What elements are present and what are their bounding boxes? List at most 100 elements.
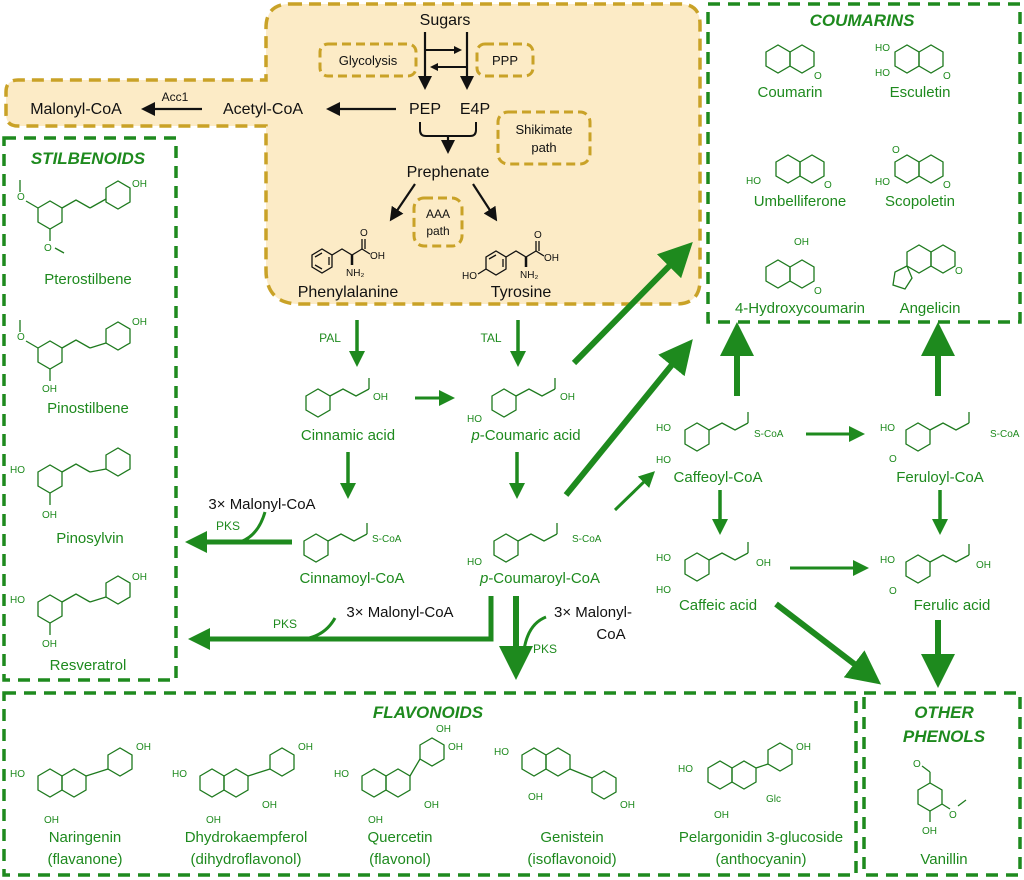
other-phenols-group: OTHER PHENOLS O O OH Vanillin [862, 691, 1022, 877]
angelicin-o: O [955, 266, 963, 277]
other-phenols-box [862, 691, 1022, 877]
cinnamic-oh: OH [373, 392, 388, 403]
pelargonidin-glc: Glc [766, 794, 781, 805]
malonyl-label-3a: 3× Malonyl- [554, 604, 632, 621]
pinosylvin-oh: OH [42, 510, 57, 521]
ferulic-o: O [889, 586, 897, 597]
malonyl-entry-curve-3 [522, 615, 547, 651]
cinnamic-acid-structure [305, 378, 370, 418]
quercetin-oh2: OH [368, 815, 383, 826]
caffeic-acid-label: Caffeic acid [679, 597, 757, 614]
coumarin-o: O [814, 71, 822, 82]
pelargonidin-ho: HO [678, 764, 693, 775]
naringenin-oh2: OH [44, 815, 59, 826]
coumarin-item-esculetin: Esculetin [890, 84, 951, 101]
p-coumaroyl-coa-structure [493, 523, 558, 563]
malonyl-entry-curve-1 [239, 511, 267, 544]
flavonoid-dhk-class: (dihydroflavonol) [191, 851, 302, 868]
tyr-o-atom: O [534, 230, 542, 241]
coumarin-structures [765, 44, 956, 290]
caffeoyl-coa-structure [684, 412, 749, 452]
ppp-label: PPP [492, 53, 518, 68]
dhk-oh2: OH [206, 815, 221, 826]
tyrosine-label: Tyrosine [491, 284, 552, 301]
vanillin-o-methoxy: O [949, 810, 957, 821]
coumaroyl-pks-stilbenoid-arrow [188, 596, 494, 650]
flavonoids-box [2, 691, 858, 877]
stilbenoid-pinostilbene: Pinostilbene [47, 400, 129, 417]
phenylalanine-structure [311, 239, 371, 274]
shikimate-label-1: Shikimate [515, 122, 572, 137]
flavonoid-naringenin-class: (flavanone) [47, 851, 122, 868]
stilbenoids-group: STILBENOIDS O O OH Pterostilbene O OH OH… [2, 136, 178, 682]
feruloyl-o: O [889, 454, 897, 465]
caffeoyl-ho2: HO [656, 455, 671, 466]
cinnamoyl-s-coa: S-CoA [372, 534, 402, 545]
flavonoid-dhk-name: Dhydrokaempferol [185, 829, 308, 846]
pks-label-1: PKS [216, 519, 240, 533]
vanillin-oh: OH [922, 826, 937, 837]
dhk-ho: HO [172, 769, 187, 780]
stilbenoid-resveratrol: Resveratrol [50, 657, 127, 674]
shikimate-label-2: path [531, 140, 556, 155]
caffeic-to-other-phenols-arrow [774, 601, 882, 685]
pinostilbene-oh2: OH [42, 384, 57, 395]
coumaroyl-to-caffeoyl-arrow [613, 471, 656, 512]
scopoletin-o1: O [892, 145, 900, 156]
flavonoid-genistein-class: (isoflavonoid) [527, 851, 616, 868]
pelargonidin-oh2: OH [714, 810, 729, 821]
acc1-label: Acc1 [162, 90, 189, 104]
hydroxycoumarin-o: O [814, 286, 822, 297]
malonyl-label-1: 3× Malonyl-CoA [208, 496, 315, 513]
coumarin-item-coumarin: Coumarin [757, 84, 822, 101]
coumarin-item-4-hydroxycoumarin: 4-Hydroxycoumarin [735, 300, 865, 317]
caffeic-ho2: HO [656, 585, 671, 596]
ferulic-acid-structure [905, 544, 970, 584]
pterostilbene-oh: OH [132, 179, 147, 190]
caffeic-ho1: HO [656, 553, 671, 564]
tyr-nh2-atom: NH₂ [520, 270, 538, 281]
malonyl-label-2: 3× Malonyl-CoA [346, 604, 453, 621]
cinnamoyl-coa-structure [303, 523, 368, 563]
caffeoyl-coa-label: Caffeoyl-CoA [674, 469, 763, 486]
scopoletin-o: O [943, 180, 951, 191]
ferulic-oh: OH [976, 560, 991, 571]
resveratrol-oh2: OH [42, 639, 57, 650]
glycolysis-label: Glycolysis [339, 53, 398, 68]
esculetin-ho1: HO [875, 43, 890, 54]
genistein-ho: HO [494, 747, 509, 758]
intermediates-group: PAL TAL OH Cinnamic acid HO OH p-Coumari… [185, 242, 1020, 688]
coumarins-group: COUMARINS O HO HO O Coumarin Esculetin H… [706, 2, 1022, 324]
stilbenoids-title: STILBENOIDS [31, 149, 146, 168]
umbelliferone-ho: HO [746, 176, 761, 187]
esculetin-ho2: HO [875, 68, 890, 79]
central-metabolism-region: Sugars Glycolysis PPP PEP E4P Acetyl-CoA… [4, 2, 702, 306]
pterostilbene-structure [19, 180, 131, 254]
caffeic-acid-structure [684, 542, 749, 582]
coumarin-item-scopoletin: Scopoletin [885, 193, 955, 210]
stilbenoid-pinosylvin: Pinosylvin [56, 530, 124, 547]
coumarin-item-angelicin: Angelicin [900, 300, 961, 317]
prephenate-to-phe-arrow [389, 183, 416, 222]
pterostilbene-o1: O [17, 192, 25, 203]
genistein-oh: OH [620, 800, 635, 811]
scopoletin-ho: HO [875, 177, 890, 188]
other-phenol-vanillin: Vanillin [920, 851, 967, 868]
coumaric-ho: HO [467, 414, 482, 425]
e4p-label: E4P [460, 101, 490, 118]
feruloyl-coa-label: Feruloyl-CoA [896, 469, 984, 486]
pal-label: PAL [319, 331, 341, 345]
cinnamic-acid-label: Cinnamic acid [301, 427, 395, 444]
cinnamoyl-coa-label: Cinnamoyl-CoA [299, 570, 404, 587]
dhk-oh3: OH [262, 800, 277, 811]
central-metabolism-box [4, 2, 702, 306]
pinostilbene-oh: OH [132, 317, 147, 328]
phenylalanine-label: Phenylalanine [298, 284, 399, 301]
tyr-oh-atom: OH [544, 253, 559, 264]
prephenate-to-tyr-arrow [472, 183, 498, 222]
coumarins-box [706, 2, 1022, 324]
naringenin-ho: HO [10, 769, 25, 780]
malonyl-label-3b: CoA [596, 626, 625, 643]
coumarins-title: COUMARINS [810, 11, 915, 30]
p-coumaroyl-coa-label: p-Coumaroyl-CoA [479, 570, 600, 587]
